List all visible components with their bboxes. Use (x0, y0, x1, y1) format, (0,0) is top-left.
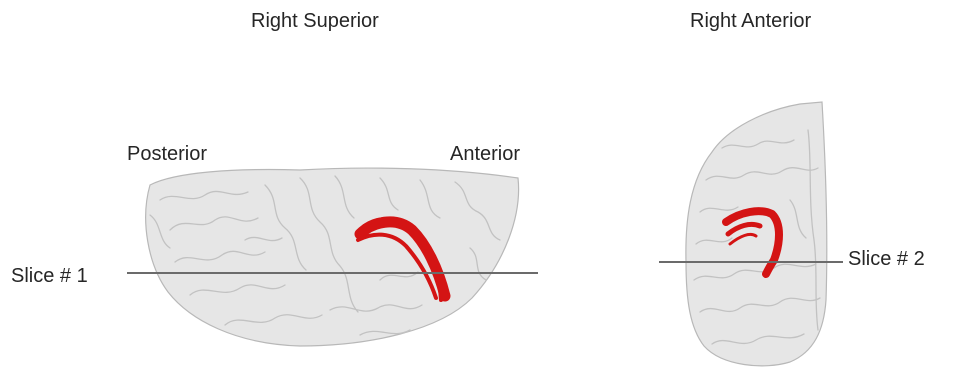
brain-anterior-view (659, 102, 843, 366)
brain-superior-view (127, 168, 538, 346)
brain-anterior-outline (686, 102, 827, 366)
brain-superior-outline (146, 168, 519, 346)
